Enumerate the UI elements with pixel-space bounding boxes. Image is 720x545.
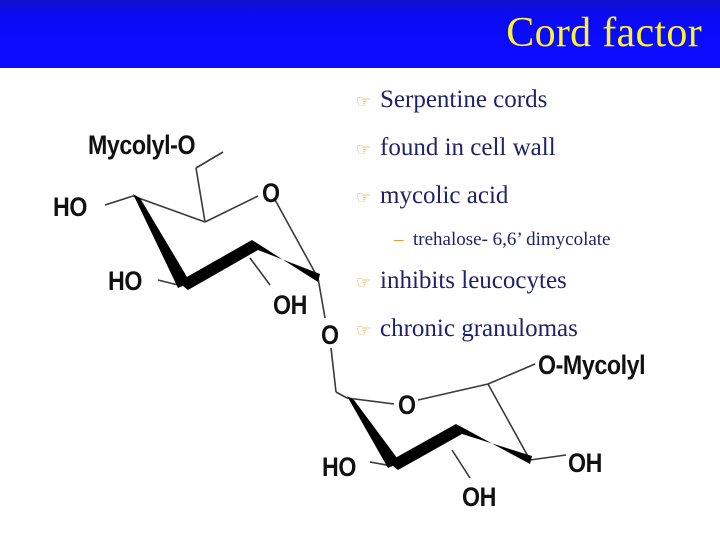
list-item[interactable]: ☞ inhibits leucocytes — [356, 265, 712, 299]
list-item-label: inhibits leucocytes — [380, 267, 567, 294]
list-item-label: mycolic acid — [380, 182, 509, 209]
chem-label-lower-oh-middle: OH — [462, 482, 496, 512]
hand-pointer-bullet-icon: ☞ — [356, 188, 372, 208]
dash-bullet-icon: – — [394, 229, 404, 250]
hand-pointer-bullet-icon: ☞ — [356, 140, 372, 160]
title-banner: Cord factor — [0, 0, 720, 68]
chem-label-upper-oh: OH — [273, 290, 307, 320]
upper-ring-back-bonds — [104, 151, 326, 319]
chem-label-glycosidic-oxygen: O — [321, 320, 339, 350]
upper-ring-front-wedges — [133, 194, 320, 290]
list-item[interactable]: ☞ Serpentine cords — [356, 84, 712, 118]
list-item[interactable]: ☞ chronic granulomas — [356, 313, 712, 347]
hand-pointer-bullet-icon: ☞ — [356, 92, 372, 112]
chem-label-lower-oh-right: OH — [568, 448, 602, 478]
list-item-label: chronic granulomas — [380, 315, 578, 342]
list-item-label: found in cell wall — [380, 134, 556, 161]
hand-pointer-bullet-icon: ☞ — [356, 321, 372, 341]
chem-label-upper-mycolyl: Mycolyl-O — [88, 130, 196, 160]
chem-label-upper-ho-left: HO — [53, 192, 87, 222]
chem-label-upper-ho-lower: HO — [108, 266, 142, 296]
sub-list-item-label: trehalose- 6,6’ dimycolate — [413, 229, 611, 250]
glycosidic-linkage — [330, 347, 337, 393]
page-title: Cord factor — [506, 10, 702, 56]
bullet-list: ☞ Serpentine cords ☞ found in cell wall … — [356, 84, 712, 361]
list-item-label: Serpentine cords — [380, 86, 548, 113]
lower-ring-back-bonds — [335, 363, 567, 479]
chem-label-lower-ho: HO — [322, 452, 356, 482]
chem-label-upper-ring-oxygen: O — [262, 178, 280, 208]
hand-pointer-bullet-icon: ☞ — [356, 273, 372, 293]
list-item[interactable]: ☞ mycolic acid — [356, 180, 712, 214]
lower-ring-front-wedges — [347, 396, 532, 470]
sub-list-item[interactable]: – trehalose- 6,6’ dimycolate — [356, 228, 712, 252]
chem-label-lower-ring-oxygen: O — [398, 390, 416, 420]
list-item[interactable]: ☞ found in cell wall — [356, 132, 712, 166]
